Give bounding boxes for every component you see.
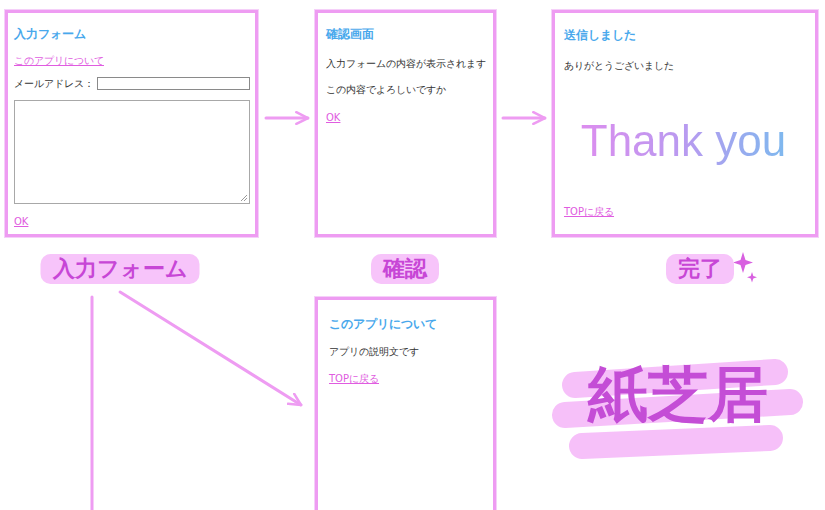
screen-caption: 完了 [666,254,734,284]
screen-caption: 入力フォーム [41,254,200,284]
resize-grip [240,194,248,202]
link-text: TOPに戻る [329,372,379,385]
sparkle [733,252,757,283]
screen-frame: このアプリについてアプリの説明文です TOPに戻る [315,297,496,510]
screen-frame: 送信しましたありがとうございました Thank youTOPに戻る [552,10,818,237]
screen-card: 入力フォームこのアプリについてメールアドレス：OK入力フォーム [5,10,258,284]
screen-card: 確認画面入力フォームの内容が表示されますこの内容でよろしいですか OK 確認 [315,10,496,284]
body-text: メールアドレス： [14,77,94,90]
link-text: このアプリについて [14,54,104,67]
screen-title: 送信しました [564,28,636,44]
text-input [97,77,250,90]
screen-title: このアプリについて [329,317,437,333]
link-text: OK [326,111,340,124]
body-text: 入力フォームの内容が表示されます [326,57,486,70]
body-text: ありがとうございました [564,59,674,72]
screen-caption: 確認 [371,254,439,284]
scribble-stroke [582,438,770,446]
text-area [14,100,250,204]
flow-arrow [120,292,301,405]
screen-title: 入力フォーム [14,27,86,43]
screen-frame: 入力フォームこのアプリについてメールアドレス： OK [5,10,258,237]
link-text: OK [14,215,28,228]
screen-title: 確認画面 [326,27,374,43]
flow-arrow [266,117,308,120]
thank-you-art: Thank you [555,116,812,167]
sparkle-star [733,252,753,273]
flow-arrow [503,117,545,120]
title-label: 紙芝居 [588,360,768,429]
screen-frame: 確認画面入力フォームの内容が表示されますこの内容でよろしいですか OK [315,10,496,237]
link-text: TOPに戻る [564,205,614,218]
screen-card: 送信しましたありがとうございました Thank youTOPに戻る完了 [552,10,818,284]
sparkle-star [747,272,757,283]
branch-line [91,297,94,510]
screen-card: このアプリについてアプリの説明文です TOPに戻る [315,297,496,510]
body-text: アプリの説明文です [329,345,419,358]
body-text: この内容でよろしいですか [326,83,446,96]
